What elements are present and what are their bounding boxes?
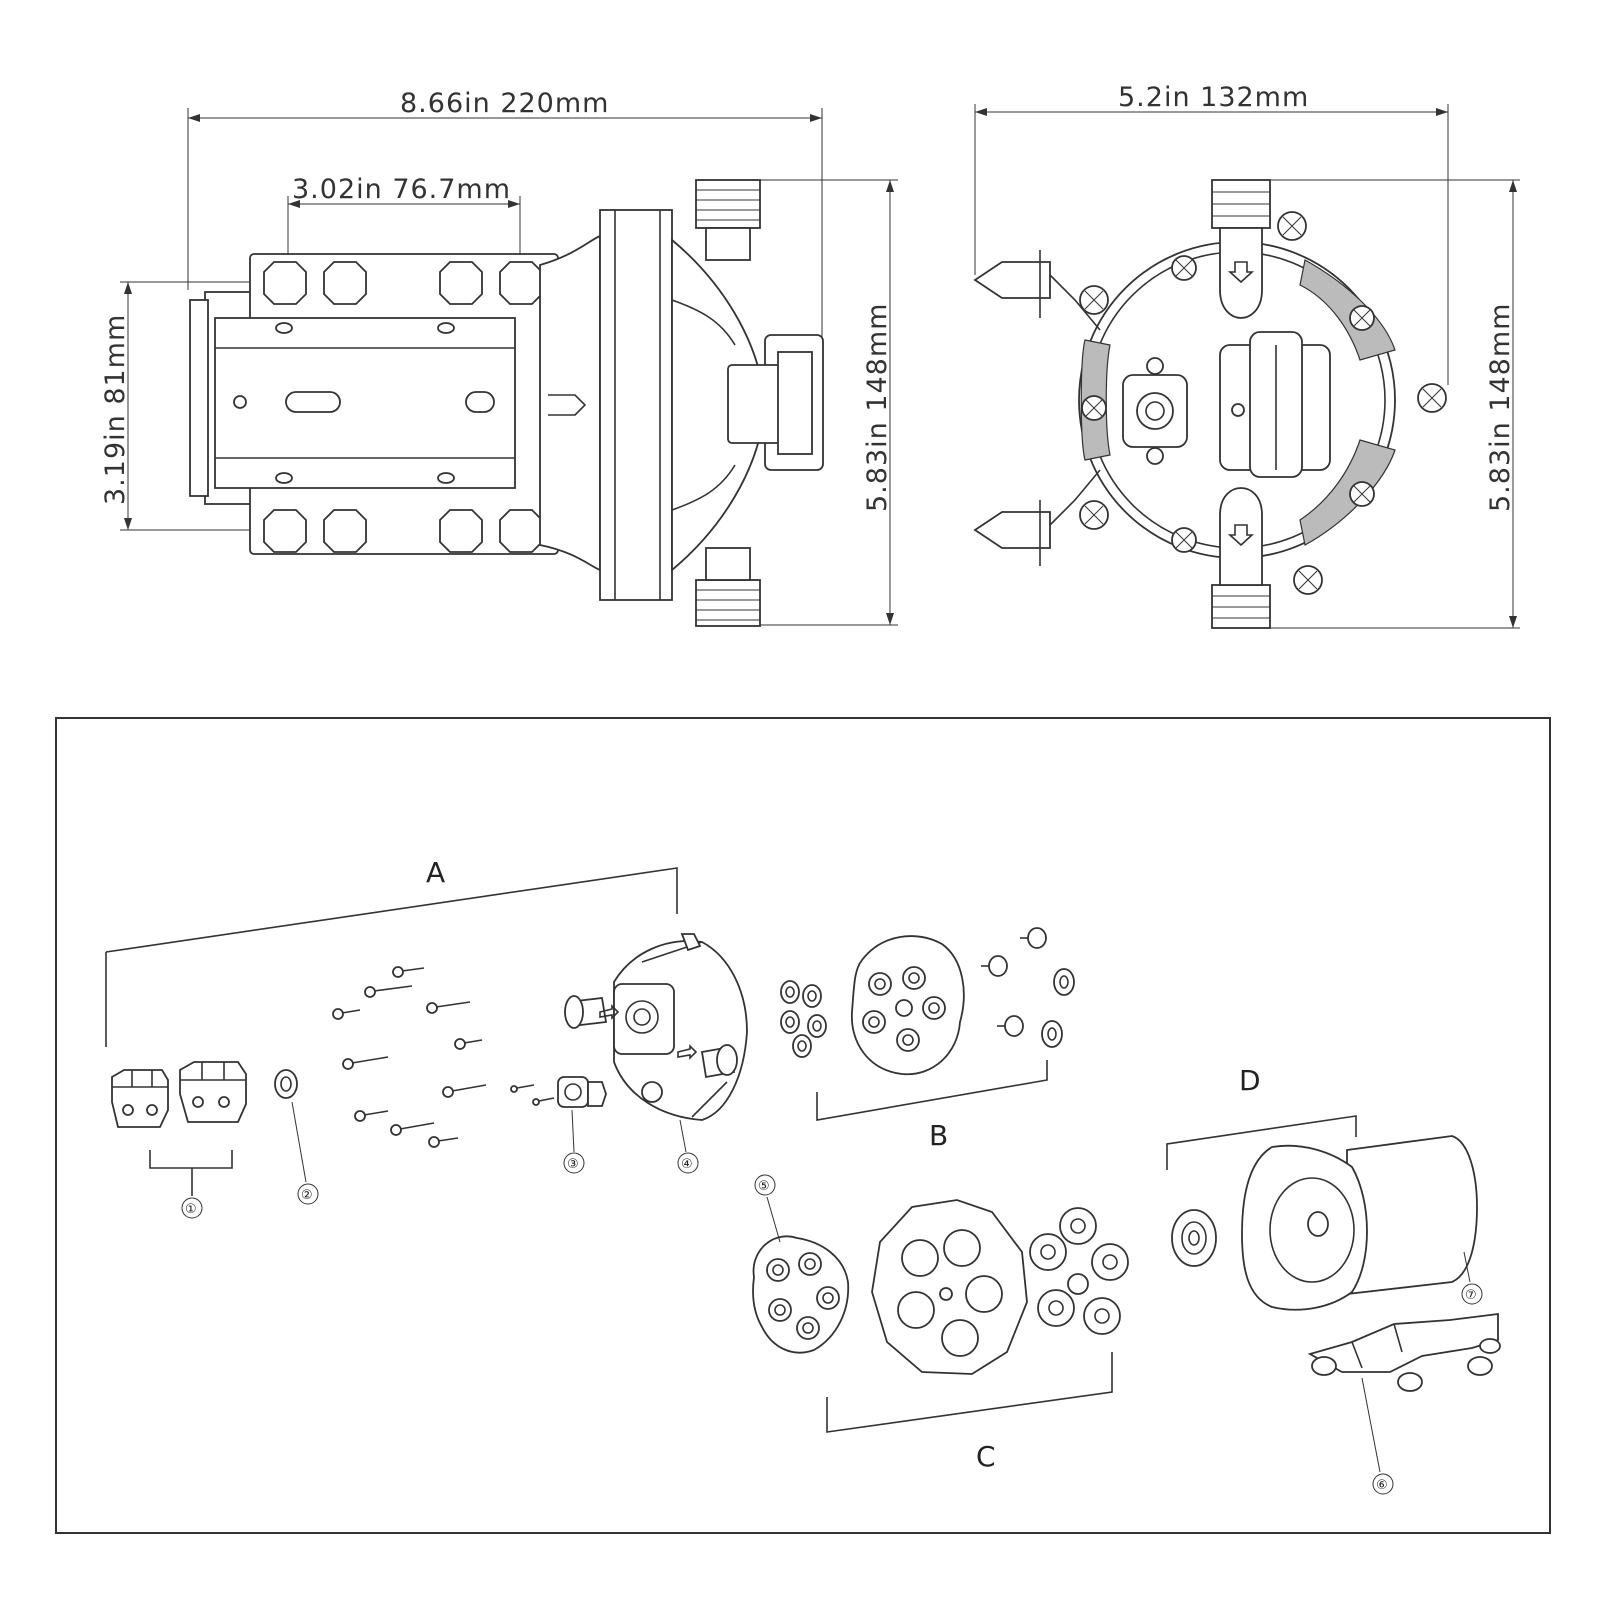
assembly-screws [332,966,555,1148]
part-1-terminal-blocks: ① [111,1061,247,1219]
callout-1: ① [185,1202,197,1217]
callout-2: ② [301,1188,313,1203]
dimension-drawings-svg: 8.66in 220mm 3.02in 76.7mm 3.19in 81mm 5… [100,82,1520,629]
motor-end-flange [1241,1144,1368,1311]
group-a-label: A [426,856,445,889]
valve-stems [981,927,1075,1048]
piston-rollers [1029,1207,1129,1335]
part-2-washer: ② [274,1069,319,1205]
pump-head-body [599,209,673,601]
pump-side-view: 8.66in 220mm 3.02in 76.7mm 3.19in 81mm 5… [100,88,898,627]
bracket-spacing-label: 3.02in 76.7mm [292,174,511,205]
end-view-screws [1079,211,1447,595]
part-4-pump-head: ④ [564,933,748,1174]
flow-arrow-bottom-icon [1227,524,1255,547]
callout-6: ⑥ [1376,1478,1388,1493]
part-5-diaphragm: ⑤ [752,1174,850,1354]
dimension-drawings-panel: 8.66in 220mm 3.02in 76.7mm 3.19in 81mm 5… [30,0,1570,680]
exploded-view-panel: A ① ② [55,717,1551,1534]
overall-length-label: 8.66in 220mm [400,88,609,119]
bearing [1171,1209,1217,1267]
group-b-valve-assembly: B [780,927,1075,1152]
pump-end-view: 5.2in 132mm 5.83in 148mm [973,82,1520,629]
valve-o-rings [780,980,827,1058]
group-c-chamber-assembly: C [826,1199,1129,1473]
part-6-mounting-bracket: ⑥ [1307,1312,1501,1495]
bottom-inlet-port [695,579,761,627]
group-d-motor-assembly: D ⑦ [1166,1064,1483,1311]
callout-7: ⑦ [1465,1288,1477,1303]
group-a-bracket: A [105,856,678,1047]
end-height-label: 5.83in 148mm [1485,303,1516,512]
callout-3: ③ [567,1157,579,1172]
body-height-label: 3.19in 81mm [100,314,131,505]
exploded-view-svg: A ① ② [105,856,1501,1495]
end-width-label: 5.2in 132mm [1118,82,1309,113]
callout-5: ⑤ [758,1179,770,1194]
top-outlet-port [695,179,761,229]
flow-arrow-top-icon [1227,261,1255,284]
group-b-label: B [929,1119,948,1152]
group-c-label: C [976,1440,996,1473]
end-view-wire-terminals [973,250,1101,566]
group-d-label: D [1239,1064,1261,1097]
mounting-feet [263,261,543,553]
motor-can-exploded [1346,1135,1478,1296]
overall-height-label: 5.83in 148mm [862,303,893,512]
motor-can [214,317,516,489]
part-3-check-valve: ③ [557,1076,607,1174]
callout-4: ④ [681,1157,693,1172]
